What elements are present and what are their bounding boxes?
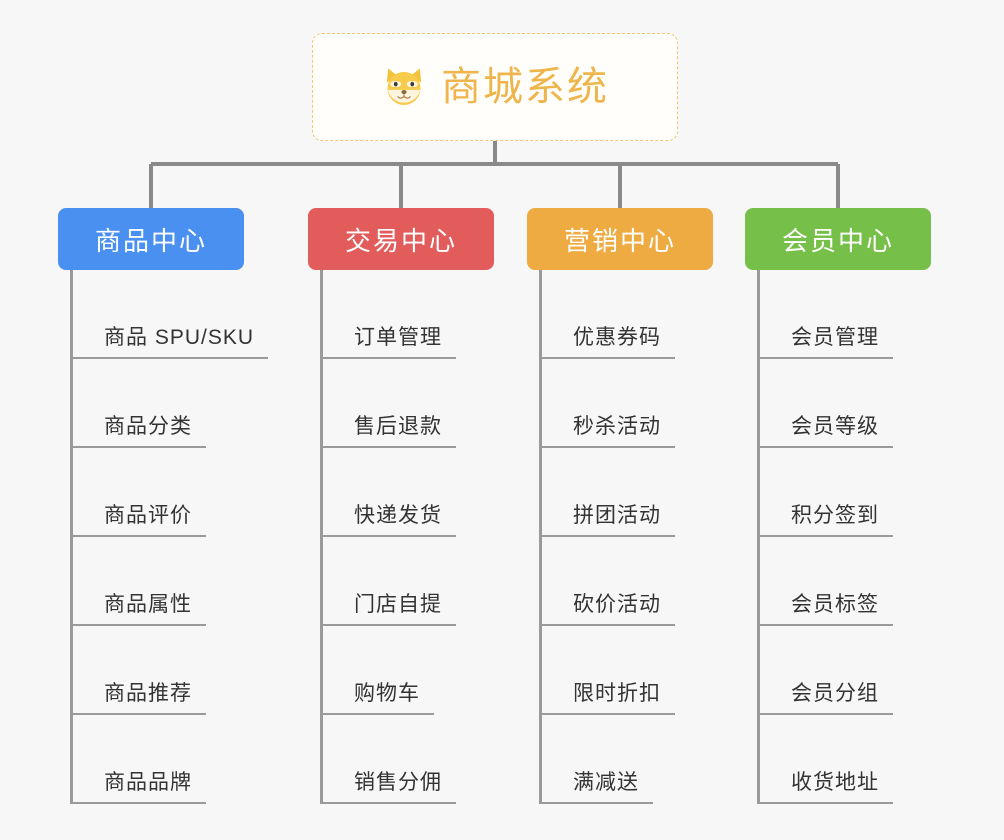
list-item[interactable]: 商品分类 [72, 359, 268, 448]
list-item[interactable]: 售后退款 [322, 359, 494, 448]
leaf-label: 拼团活动 [573, 503, 661, 527]
leaf-label: 售后退款 [354, 414, 442, 438]
leaf-label: 商品分类 [104, 414, 192, 438]
leaf-label: 销售分佣 [354, 770, 442, 794]
list-item[interactable]: 收货地址 [759, 715, 931, 804]
list-item[interactable]: 商品品牌 [72, 715, 268, 804]
leaf-label: 商品属性 [104, 592, 192, 616]
branch-body-3: 会员管理 会员等级 积分签到 会员标签 会员分组 收货地址 [745, 270, 931, 804]
branch-header-3[interactable]: 会员中心 [745, 208, 931, 270]
branch-body-0: 商品 SPU/SKU 商品分类 商品评价 商品属性 商品推荐 商品品牌 [58, 270, 269, 804]
root-label: 商城系统 [441, 65, 609, 109]
list-item[interactable]: 优惠券码 [541, 270, 713, 359]
leaf-label: 购物车 [354, 681, 420, 705]
list-item[interactable]: 会员等级 [759, 359, 931, 448]
leaf-label: 商品品牌 [104, 770, 192, 794]
list-item[interactable]: 满减送 [541, 715, 713, 804]
list-item[interactable]: 会员标签 [759, 537, 931, 626]
leaf-label: 商品评价 [104, 503, 192, 527]
list-item[interactable]: 砍价活动 [541, 537, 713, 626]
branch-column-0: 商品中心 商品 SPU/SKU 商品分类 商品评价 商品属性 商品推荐 商品品牌 [58, 208, 269, 804]
leaf-label: 会员标签 [791, 592, 879, 616]
leaf-label: 限时折扣 [573, 681, 661, 705]
leaf-label: 门店自提 [354, 592, 442, 616]
branch-body-1: 订单管理 售后退款 快递发货 门店自提 购物车 销售分佣 [308, 270, 494, 804]
branch-spine-1 [320, 270, 323, 804]
list-item[interactable]: 秒杀活动 [541, 359, 713, 448]
branch-column-2: 营销中心 优惠券码 秒杀活动 拼团活动 砍价活动 限时折扣 满减送 [527, 208, 713, 804]
list-item[interactable]: 拼团活动 [541, 448, 713, 537]
branch-spine-2 [539, 270, 542, 804]
branch-spine-3 [757, 270, 760, 804]
leaf-label: 会员分组 [791, 681, 879, 705]
list-item[interactable]: 商品属性 [72, 537, 268, 626]
shiba-dog-face-icon [386, 68, 422, 105]
list-item[interactable]: 会员分组 [759, 626, 931, 715]
list-item[interactable]: 订单管理 [322, 270, 494, 359]
branch-header-1[interactable]: 交易中心 [308, 208, 494, 270]
list-item[interactable]: 销售分佣 [322, 715, 494, 804]
list-item[interactable]: 积分签到 [759, 448, 931, 537]
branch-header-label-1: 交易中心 [344, 225, 457, 256]
branch-body-2: 优惠券码 秒杀活动 拼团活动 砍价活动 限时折扣 满减送 [527, 270, 713, 804]
list-item[interactable]: 快递发货 [322, 448, 494, 537]
leaf-label: 满减送 [573, 770, 639, 794]
list-item[interactable]: 购物车 [322, 626, 494, 715]
list-item[interactable]: 商品推荐 [72, 626, 268, 715]
branch-header-0[interactable]: 商品中心 [58, 208, 244, 270]
list-item[interactable]: 门店自提 [322, 537, 494, 626]
leaf-label: 收货地址 [791, 770, 879, 794]
leaf-label: 会员等级 [791, 414, 879, 438]
leaf-label: 快递发货 [354, 503, 442, 527]
branch-header-2[interactable]: 营销中心 [527, 208, 713, 270]
branch-column-3: 会员中心 会员管理 会员等级 积分签到 会员标签 会员分组 收货地址 [745, 208, 931, 804]
branch-column-1: 交易中心 订单管理 售后退款 快递发货 门店自提 购物车 销售分佣 [308, 208, 494, 804]
root-node[interactable]: 商城系统 [312, 33, 678, 141]
leaf-label: 订单管理 [354, 325, 442, 349]
leaf-label: 积分签到 [791, 503, 879, 527]
leaf-label: 优惠券码 [573, 325, 661, 349]
branch-header-label-3: 会员中心 [781, 225, 894, 256]
leaf-label: 商品推荐 [104, 681, 192, 705]
list-item[interactable]: 商品评价 [72, 448, 268, 537]
branch-header-label-0: 商品中心 [94, 225, 207, 256]
branch-spine-0 [70, 270, 73, 804]
list-item[interactable]: 限时折扣 [541, 626, 713, 715]
leaf-label: 砍价活动 [573, 592, 661, 616]
list-item[interactable]: 商品 SPU/SKU [72, 270, 269, 359]
list-item[interactable]: 会员管理 [759, 270, 931, 359]
leaf-label: 秒杀活动 [573, 414, 661, 438]
branch-header-label-2: 营销中心 [563, 225, 676, 256]
leaf-label: 商品 SPU/SKU [104, 325, 255, 349]
leaf-label: 会员管理 [791, 325, 879, 349]
